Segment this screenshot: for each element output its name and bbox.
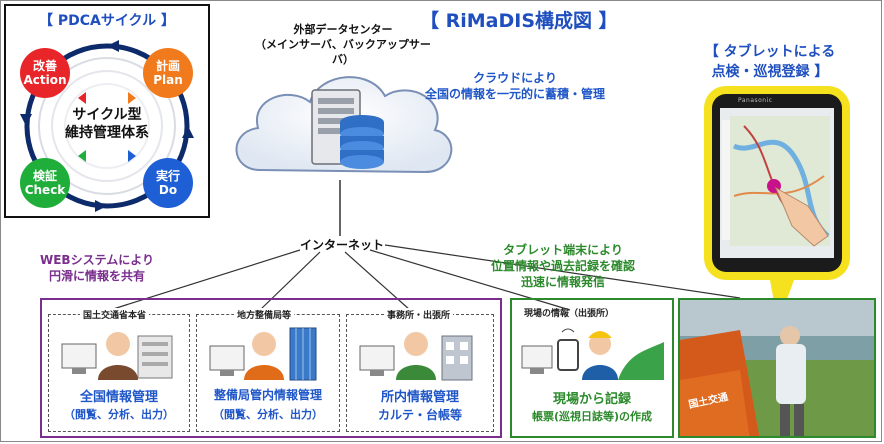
tablet-note-line1: タブレット端末により (503, 243, 623, 257)
pdca-title: 【 PDCAサイクル 】 (38, 13, 176, 29)
field-label: 現場の情報（出張所） (524, 309, 615, 319)
main-title: 【 RiMaDIS構成図 】 (420, 10, 618, 32)
web-note-line2: 円滑に情報を共有 (48, 269, 145, 283)
field-sub: 帳票(巡視日誌等)の作成 (531, 410, 653, 423)
field-title: 現場から記録 (552, 392, 631, 407)
pdca-plan-jp: 計画 (155, 59, 180, 73)
internet-label: インターネット (300, 238, 385, 252)
pdca-do-circle: 実行 Do (143, 158, 193, 208)
tablet-brand: Panasonic (738, 97, 773, 104)
office-hq-label: 国土交通省本省 (80, 308, 150, 321)
tablet-note-line2: 位置情報や過去記録を確認 (490, 259, 635, 273)
datacenter-subtitle: （メインサーバ、バックアップサーバ） (255, 38, 431, 66)
pdca-check-circle: 検証 Check (20, 158, 70, 208)
pdca-check-en: Check (24, 183, 66, 197)
field-group (510, 298, 674, 438)
tablet-device-graphic (712, 94, 842, 324)
datacenter-title: 外部データセンター (293, 23, 393, 36)
office-regional-sub: （閲覧、分析、出力） (213, 408, 323, 421)
pdca-action-en: Action (23, 73, 67, 87)
cloud-note-line1: クラウドにより (473, 71, 557, 85)
cloud-graphic (235, 76, 453, 174)
office-hq-title: 全国情報管理 (79, 390, 158, 405)
office-regional-label: 地方整備局等 (234, 308, 295, 321)
database-icon (340, 115, 384, 169)
field-photo-scene (680, 300, 874, 436)
pdca-do-en: Do (158, 183, 178, 197)
pdca-center-line2: 維持管理体系 (65, 125, 149, 141)
office-local-icon (359, 332, 473, 381)
office-local-sub: カルテ・台帳等 (377, 408, 462, 422)
office-hq-icon (61, 332, 173, 380)
tablet-note-line3: 迅速に情報発信 (520, 275, 605, 289)
pdca-center-line1: サイクル型 (72, 107, 142, 123)
offices-group (40, 298, 502, 438)
field-photo: 国土交通 (678, 298, 876, 438)
field-icon (521, 328, 664, 380)
office-local-title: 所内情報管理 (380, 390, 459, 405)
web-note-line1: WEBシステムにより (40, 253, 154, 267)
pdca-plan-en: Plan (153, 73, 183, 87)
pdca-action-circle: 改善 Action (20, 48, 70, 98)
tablet-title-line2: 点検・巡視登録 】 (711, 64, 829, 80)
pdca-check-jp: 検証 (32, 169, 57, 183)
office-regional-title: 整備局管内情報管理 (213, 388, 322, 402)
office-hq-sub: （閲覧、分析、出力） (64, 408, 174, 421)
pdca-plan-circle: 計画 Plan (143, 48, 193, 98)
pdca-do-jp: 実行 (155, 169, 180, 183)
office-local-label: 事務所・出張所 (384, 308, 454, 321)
tablet-title-line1: 【 タブレットによる (704, 44, 836, 60)
cloud-note-line2: 全国の情報を一元的に蓄積・管理 (425, 87, 606, 101)
pdca-cycle-graphic (20, 40, 194, 212)
pdca-action-jp: 改善 (32, 59, 57, 73)
office-regional-icon (209, 327, 317, 381)
pdca-panel: 【 PDCAサイクル 】 改善 Action 計画 Plan 検証 Check … (4, 4, 210, 218)
